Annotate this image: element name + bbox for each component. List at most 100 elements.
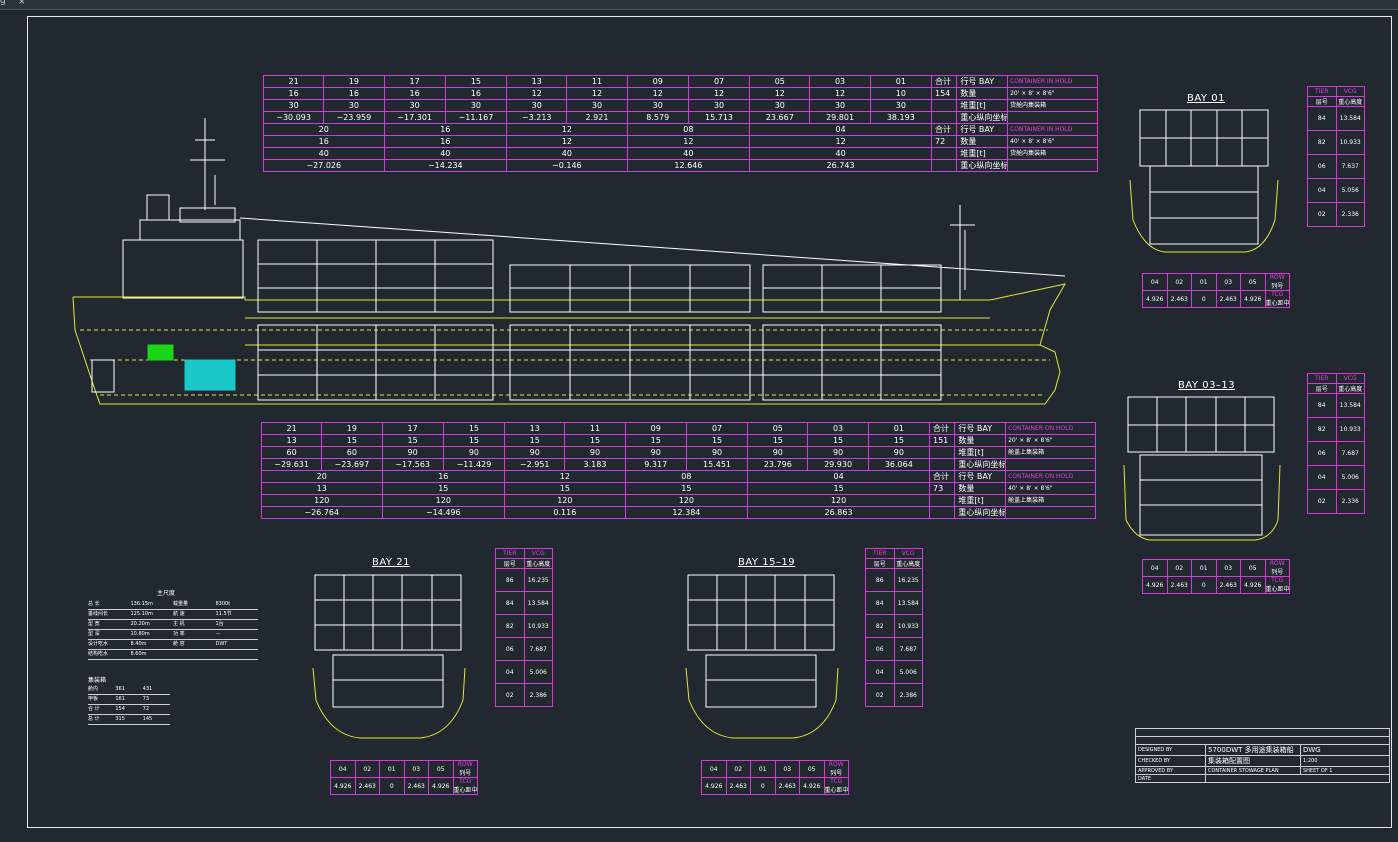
drawing-scale: 1:200 [1299, 755, 1391, 767]
close-icon[interactable]: × [18, 0, 26, 7]
row-label: 堆重[t] [954, 446, 1007, 459]
total-cell [928, 446, 956, 459]
tier-vcg: 10.933 [1335, 130, 1365, 155]
row-label: 重心纵向坐标 [956, 111, 1009, 124]
table-cell: 12 [506, 135, 628, 148]
drawing-tab-label[interactable]: g [0, 0, 6, 6]
tier-vcg: 5.006 [893, 660, 923, 684]
table-cell: 0.116 [504, 506, 626, 519]
tier-vcg: 2.386 [523, 683, 553, 707]
table-cell: 05 [747, 422, 809, 435]
table-cell: 07 [687, 75, 751, 88]
tier-vcg: 2.336 [1335, 489, 1365, 514]
table-cell: 90 [504, 446, 566, 459]
table-cell: −11.167 [444, 111, 508, 124]
tier-number: 02 [495, 683, 525, 707]
tier-vcg: 7.687 [523, 637, 553, 661]
table-cell: 12 [749, 135, 932, 148]
row-number: 04 [701, 760, 727, 778]
project-name: 5700DWT 多用途集装箱船 [1205, 744, 1301, 756]
table-cell: 23.796 [747, 458, 809, 471]
tier-vcg: 13.584 [1335, 393, 1365, 418]
table-cell: 90 [747, 446, 809, 459]
table-cell: 15 [442, 422, 506, 435]
table-cell: 16 [263, 135, 385, 148]
row-label: 行号 BAY [954, 422, 1007, 435]
table-cell: 120 [381, 494, 506, 507]
title-block-blank-3 [1204, 774, 1391, 783]
tier-vcg: 2.386 [893, 683, 923, 707]
table-cell: 12.384 [624, 506, 749, 519]
table-cell: 12.646 [626, 159, 751, 172]
table-cell: 16 [444, 87, 508, 100]
title-block-label-date: DATE [1135, 774, 1206, 783]
spec-cell: 154 [115, 706, 125, 712]
spec-cell: 载重量 [173, 601, 189, 607]
table-cell: 3.183 [564, 458, 626, 471]
table-cell: 16 [323, 87, 385, 100]
row-number: 04 [1142, 273, 1168, 291]
bay-01-section [1129, 109, 1279, 253]
bay-21-section [312, 574, 466, 739]
row-number: 01 [750, 760, 776, 778]
bay-15-19-title: BAY 15–19 [738, 557, 796, 568]
row-number: 01 [1191, 273, 1217, 291]
description-cell [1005, 506, 1096, 519]
tier-number: 04 [495, 660, 525, 684]
row-label: 堆重[t] [954, 494, 1007, 507]
vcg-header-cn: 重心高度 [523, 558, 553, 569]
table-cell: 26.743 [749, 159, 932, 172]
row-header-cn: 列号 [1271, 569, 1284, 576]
table-cell: 30 [869, 99, 932, 112]
table-cell: −0.146 [506, 159, 628, 172]
vcg-header: VCG [1335, 86, 1365, 97]
description-cell: 舱盖上集装箱 [1005, 446, 1096, 459]
table-cell: 20 [261, 470, 383, 483]
table-cell: 11 [566, 75, 628, 88]
table-cell: 30 [323, 99, 385, 112]
tier-number: 06 [1307, 154, 1337, 179]
spec-cell: 功 率 [173, 631, 185, 637]
spec-cell: 型 深 [88, 631, 100, 637]
table-cell: −27.026 [263, 159, 385, 172]
total-cell: 合计 [930, 75, 958, 88]
table-cell: 09 [624, 422, 687, 435]
table-cell: 90 [685, 446, 749, 459]
spec-cell: 舱内 [88, 686, 99, 692]
spec-cell: 总 计 [88, 716, 100, 722]
tier-header-row-cn: 层号重心高度 [1307, 383, 1365, 394]
row-tcg: 4.926 [701, 777, 727, 795]
table-cell: 9.317 [624, 458, 687, 471]
table-cell: 40 [749, 147, 932, 160]
tier-number: 02 [865, 683, 895, 707]
tcg-header-en: TCG [1271, 291, 1284, 299]
description-cell: 舱盖上集装箱 [1005, 494, 1096, 507]
table-cell: 09 [626, 75, 689, 88]
vcg-header: VCG [893, 548, 923, 559]
table-cell: 15 [564, 434, 626, 447]
row-tcg: 4.926 [330, 777, 356, 795]
row-number: 02 [1166, 273, 1192, 291]
table-cell: 20 [263, 123, 385, 136]
table-cell: 03 [809, 75, 871, 88]
tier-vcg: 13.584 [1335, 106, 1365, 131]
row-number: 01 [379, 760, 405, 778]
bay-21-title: BAY 21 [372, 557, 410, 568]
